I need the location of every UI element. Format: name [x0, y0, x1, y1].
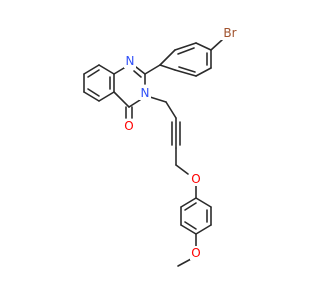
- bond: [133, 70, 142, 78]
- bond: [195, 224, 212, 235]
- bond: [177, 47, 195, 55]
- atom-label-ether-o: O: [191, 172, 200, 186]
- bond: [180, 224, 197, 235]
- bond: [184, 221, 197, 230]
- bond: [149, 96, 167, 103]
- bond: [159, 64, 176, 71]
- bond: [83, 91, 100, 102]
- bond: [184, 202, 197, 211]
- bond: [174, 69, 197, 77]
- bond: [98, 64, 115, 75]
- atom-label-methoxy-o: O: [191, 246, 200, 260]
- bonds-layer: [83, 39, 223, 267]
- atom-label-br: Br: [223, 26, 236, 40]
- atom-label-n1: N: [126, 54, 135, 68]
- bond: [195, 67, 212, 77]
- bond: [175, 164, 189, 175]
- bond: [210, 39, 223, 51]
- bond: [174, 42, 197, 51]
- bond: [165, 101, 177, 119]
- bond: [180, 197, 197, 208]
- bond: [113, 91, 130, 108]
- bond: [98, 91, 115, 102]
- bond: [87, 69, 100, 78]
- bond: [128, 99, 141, 108]
- bond: [195, 42, 212, 51]
- bond: [178, 66, 196, 73]
- bond: [113, 67, 125, 75]
- bond: [195, 197, 212, 208]
- bond: [83, 64, 100, 75]
- atom-labels: Br N N O O O: [123, 26, 240, 260]
- atom-label-n3: N: [141, 86, 150, 100]
- bond: [177, 258, 192, 267]
- bond: [135, 66, 146, 75]
- bond: [87, 88, 100, 97]
- atom-label-carbonyl-o: O: [124, 119, 133, 133]
- bond: [144, 64, 161, 75]
- molecule-diagram: Br N N O O O: [83, 26, 240, 267]
- bond: [159, 49, 176, 66]
- structure-drawing: Br N N O O O: [83, 26, 240, 267]
